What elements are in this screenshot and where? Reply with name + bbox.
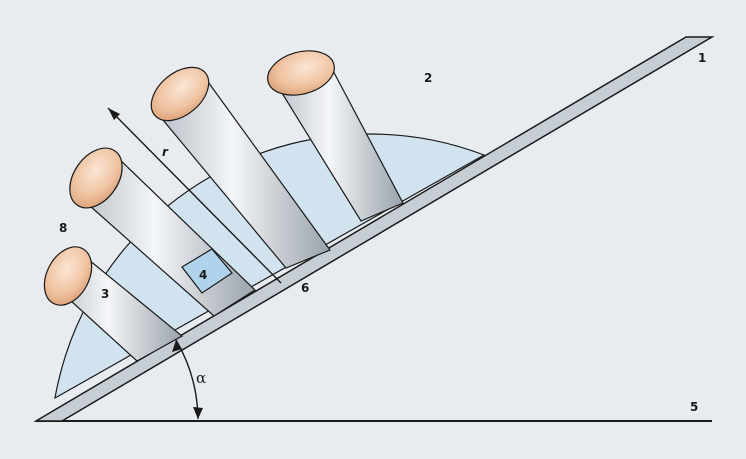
label-sector: 8 (59, 221, 67, 235)
rod-with-specimen (69, 147, 256, 317)
label-radius: r (162, 145, 169, 159)
label-specimen: 4 (199, 268, 207, 282)
rods (43, 50, 404, 362)
rod-3 (43, 246, 184, 362)
label-plate: 1 (698, 51, 706, 65)
inclined-plate (33, 36, 715, 422)
angle-indicator (172, 339, 203, 420)
rod-right (267, 50, 404, 222)
radius-indicator (107, 107, 282, 284)
label-angle: α (196, 369, 206, 387)
label-rod: 3 (101, 287, 109, 301)
label-sector-arc: 2 (424, 71, 432, 85)
rod-middle (150, 66, 331, 269)
label-contact: 6 (301, 281, 309, 295)
specimen-4 (181, 248, 233, 294)
label-ground: 5 (690, 400, 698, 414)
